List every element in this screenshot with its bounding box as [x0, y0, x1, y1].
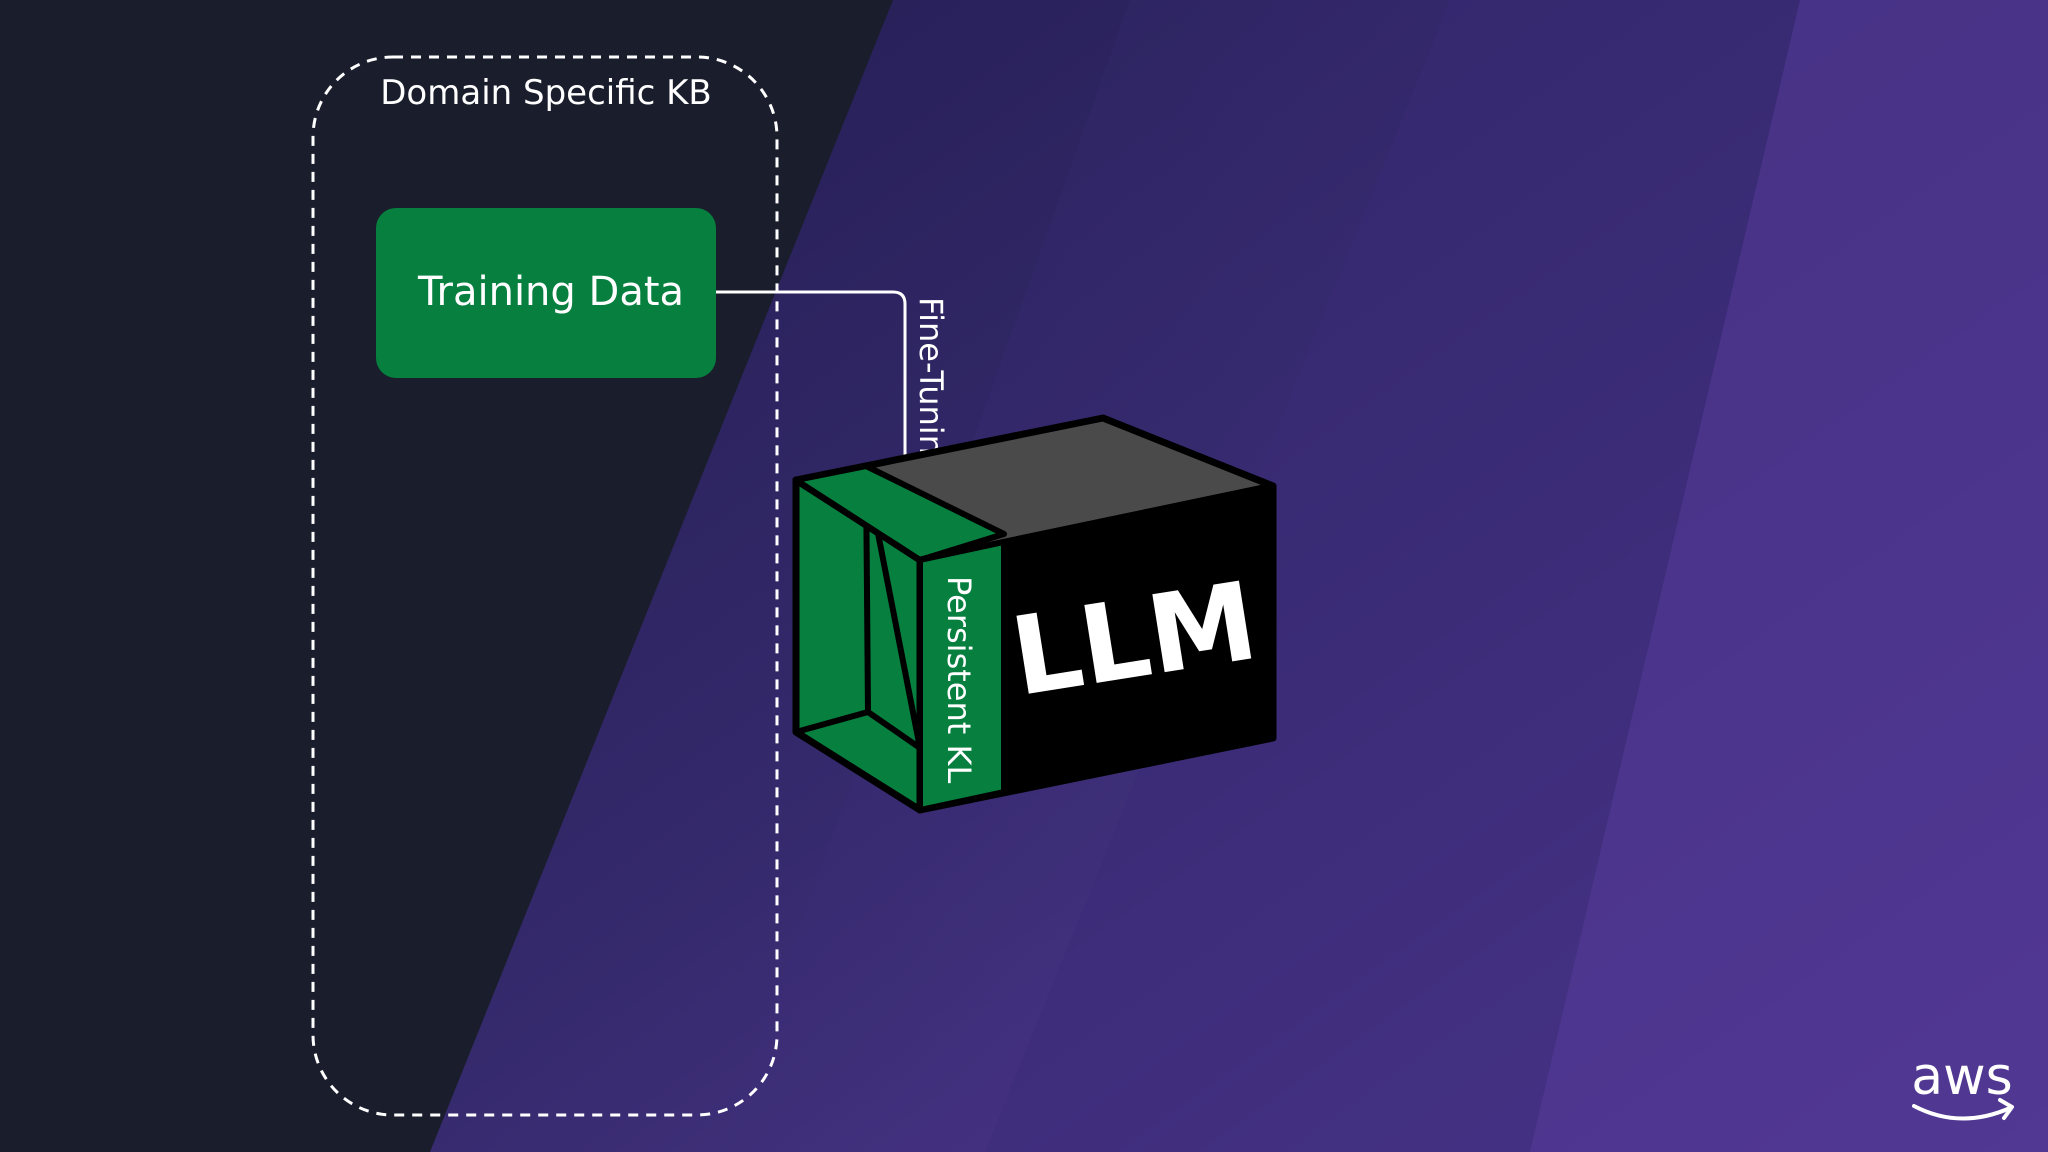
training-data-node: Training Data [376, 208, 716, 378]
background-stripe-2 [1530, 0, 2048, 1152]
background-stripe-1 [985, 0, 2048, 1152]
cube-side-inset-bottom [795, 709, 869, 735]
cube-top-green-strip [793, 463, 1007, 563]
arrow-line [716, 290, 907, 510]
fine-tuning-arrow: Fine-Tuning [716, 290, 950, 522]
domain-kb-border [311, 55, 779, 1117]
persistent-kl-layer [917, 539, 1007, 813]
aws-logo-text: aws [1911, 1047, 2013, 1107]
cube-side-inset [863, 469, 923, 751]
aws-smile-icon [1912, 1104, 2012, 1121]
training-data-box [376, 208, 716, 378]
persistent-kl-label: Persistent KL [940, 576, 978, 783]
aws-logo: aws [1911, 1047, 2014, 1121]
domain-kb-title: Domain Specific KB [380, 73, 712, 113]
aws-arrowhead-icon [1998, 1098, 2014, 1120]
training-data-label: Training Data [417, 269, 684, 315]
domain-kb-group: Domain Specific KB [311, 55, 779, 1117]
fine-tuning-label: Fine-Tuning [912, 297, 950, 475]
llm-cube: Persistent KL LLM [792, 414, 1277, 814]
